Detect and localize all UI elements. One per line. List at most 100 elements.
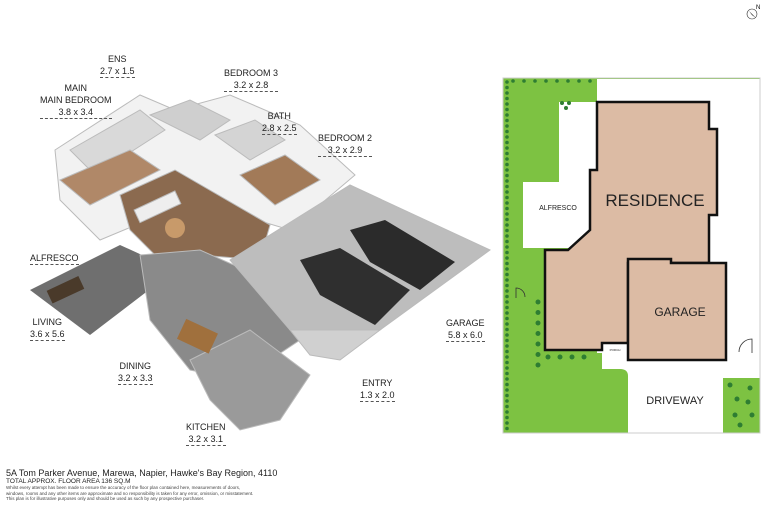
shrub-icon bbox=[505, 118, 509, 123]
shrub-icon bbox=[505, 179, 509, 183]
shrub-icon bbox=[535, 352, 541, 357]
shrub-icon bbox=[505, 256, 509, 260]
shrub-icon bbox=[544, 79, 548, 83]
shrub-icon bbox=[560, 101, 564, 105]
shrub-icon bbox=[505, 399, 509, 403]
site-label-residence: RESIDENCE bbox=[605, 191, 704, 210]
shrub-icon bbox=[505, 250, 509, 255]
shrub-icon bbox=[581, 354, 587, 360]
shrub-icon bbox=[505, 344, 509, 348]
shrub-icon bbox=[505, 195, 509, 200]
shrub-icon bbox=[505, 322, 509, 326]
shrub-icon bbox=[505, 327, 509, 332]
shrub-icon bbox=[505, 140, 509, 145]
site-alfresco bbox=[523, 182, 590, 248]
shrub-icon bbox=[505, 228, 509, 233]
shrub-icon bbox=[732, 412, 738, 418]
room-label-alfresco: ALFRESCO bbox=[30, 253, 79, 265]
shrub-icon bbox=[505, 261, 509, 266]
site-label-alfresco: ALFRESCO bbox=[539, 205, 577, 212]
shrub-icon bbox=[511, 79, 515, 83]
site-label-garage: GARAGE bbox=[654, 305, 705, 319]
shrub-icon bbox=[505, 338, 509, 343]
shrub-icon bbox=[505, 206, 509, 211]
shrub-icon bbox=[505, 267, 509, 271]
shrub-icon bbox=[505, 421, 509, 425]
shrub-icon bbox=[505, 151, 509, 156]
shrub-icon bbox=[505, 333, 509, 337]
shrub-icon bbox=[505, 157, 509, 161]
disclaimer-line: This plan is for illustrative purposes o… bbox=[6, 496, 205, 501]
shrub-icon bbox=[505, 124, 509, 128]
site-label-porch: PORCH bbox=[610, 348, 621, 352]
shrub-icon bbox=[505, 415, 509, 420]
shrub-icon bbox=[505, 201, 509, 205]
shrub-icon bbox=[505, 289, 509, 293]
shrub-icon bbox=[505, 382, 509, 387]
shrub-icon bbox=[505, 305, 509, 310]
shrub-icon bbox=[505, 316, 509, 321]
shrub-icon bbox=[557, 354, 563, 360]
shrub-icon bbox=[505, 404, 509, 409]
shrub-icon bbox=[505, 239, 509, 244]
shrub-icon bbox=[533, 79, 537, 83]
shrub-icon bbox=[535, 299, 541, 305]
shrub-icon bbox=[577, 79, 581, 83]
shrub-icon bbox=[505, 80, 509, 84]
shrub-icon bbox=[505, 107, 509, 112]
shrub-icon bbox=[734, 396, 740, 402]
shrub-icon bbox=[566, 79, 570, 83]
shrub-icon bbox=[505, 96, 509, 101]
shrub-icon bbox=[535, 331, 541, 336]
shrub-icon bbox=[505, 85, 509, 90]
shrub-icon bbox=[505, 91, 509, 95]
svg-text:N: N bbox=[756, 5, 760, 11]
shrub-icon bbox=[535, 362, 541, 368]
shrub-icon bbox=[505, 300, 509, 304]
shrub-icon bbox=[535, 341, 541, 347]
shrubs bbox=[505, 79, 755, 431]
house-walls bbox=[54, 94, 491, 431]
shrub-icon bbox=[555, 79, 559, 83]
floor-area: TOTAL APPROX. FLOOR AREA 136 SQ.M bbox=[6, 478, 131, 485]
shrub-icon bbox=[505, 234, 509, 238]
site-label-driveway: DRIVEWAY bbox=[646, 395, 704, 407]
disclaimer-line: windows, rooms and any other items are a… bbox=[6, 490, 254, 496]
shrub-icon bbox=[505, 366, 509, 370]
shrub-icon bbox=[505, 223, 509, 227]
shrub-icon bbox=[505, 355, 509, 359]
shrub-icon bbox=[505, 278, 509, 282]
shrub-icon bbox=[747, 385, 753, 391]
shrub-icon bbox=[505, 245, 509, 249]
shrub-icon bbox=[505, 349, 509, 354]
shrub-icon bbox=[505, 371, 509, 376]
shrub-icon bbox=[505, 184, 509, 189]
footer: 5A Tom Parker Avenue, Marewa, Napier, Ha… bbox=[6, 468, 277, 502]
shrub-icon bbox=[505, 377, 509, 381]
shrub-icon bbox=[505, 173, 509, 178]
shrub-icon bbox=[505, 360, 509, 365]
shrub-icon bbox=[505, 388, 509, 392]
disclaimer: Whilst every attempt has been made to en… bbox=[6, 485, 277, 502]
shrub-icon bbox=[505, 426, 509, 431]
site-garage bbox=[626, 257, 728, 362]
shrub-icon bbox=[588, 79, 592, 83]
living-sofa bbox=[133, 190, 185, 238]
site-residence bbox=[543, 100, 719, 352]
shrub-icon bbox=[567, 101, 571, 105]
alfresco-area bbox=[30, 245, 175, 335]
dining-table bbox=[176, 318, 218, 354]
shrub-icon bbox=[505, 410, 509, 414]
shrub-icon bbox=[505, 311, 509, 315]
site-driveway bbox=[602, 353, 723, 433]
shrub-icon bbox=[505, 168, 509, 172]
